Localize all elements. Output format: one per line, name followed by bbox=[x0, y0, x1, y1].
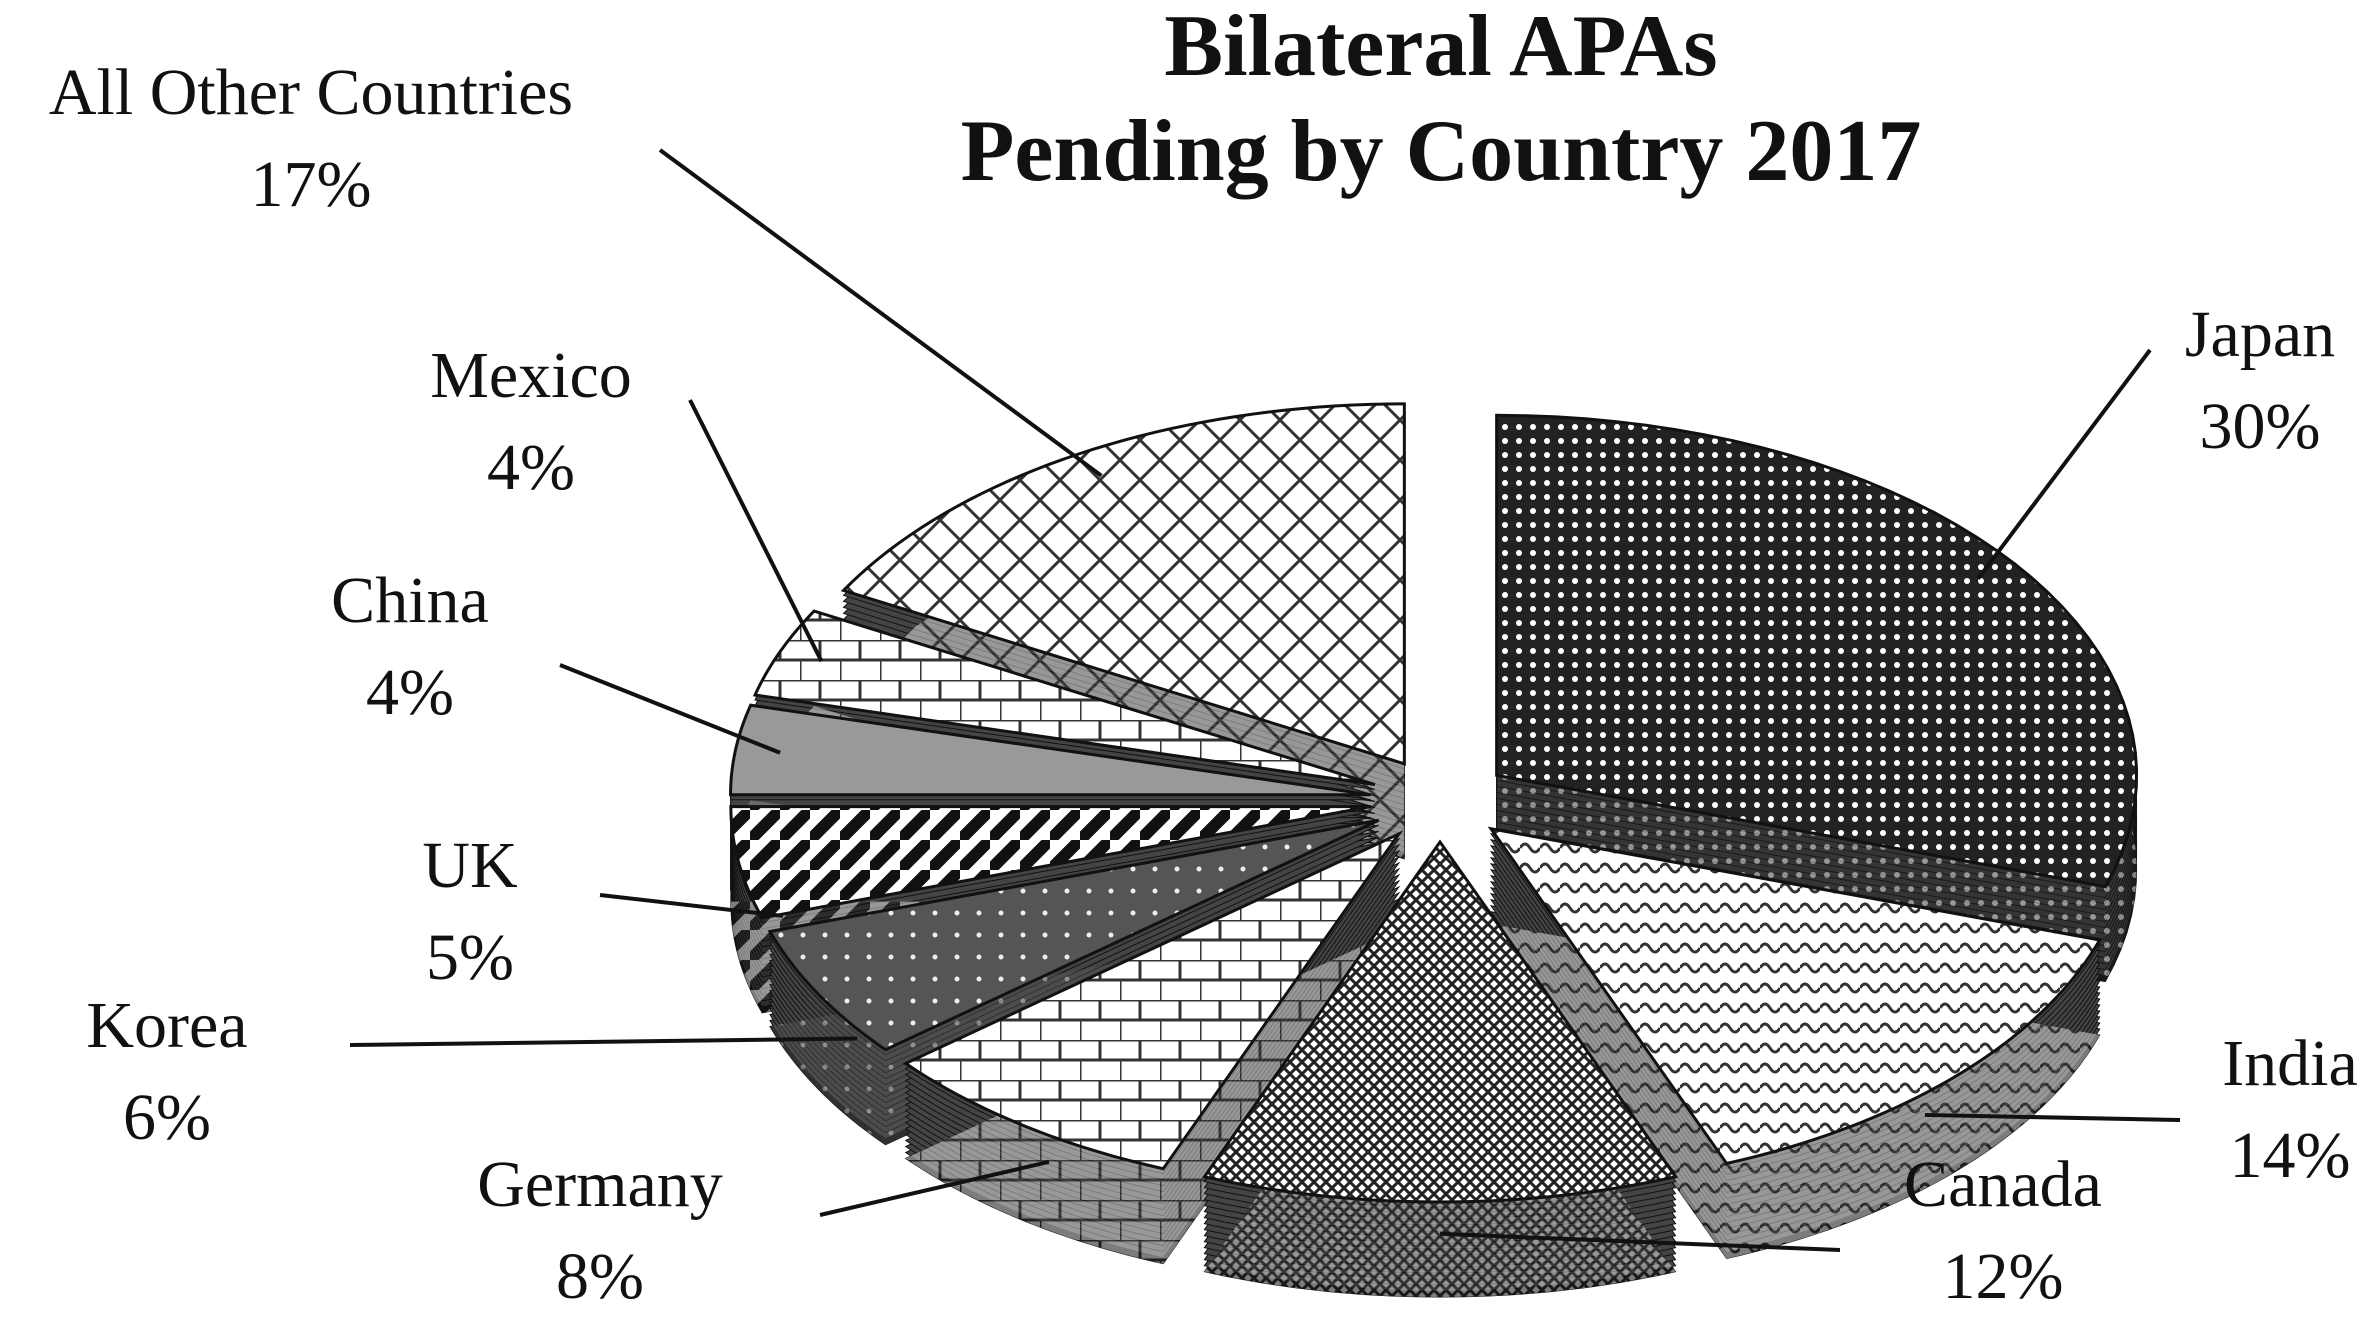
leader-line bbox=[1439, 1231, 1841, 1252]
leader-line bbox=[819, 1159, 1050, 1217]
data-label-name: All Other Countries bbox=[49, 56, 573, 129]
data-label-name: Japan bbox=[2185, 298, 2335, 371]
data-label-value: 14% bbox=[2230, 1119, 2351, 1192]
data-label-name: UK bbox=[422, 829, 517, 902]
chart-title-line-2: Pending by Country 2017 bbox=[961, 103, 1922, 200]
data-label-name: China bbox=[331, 564, 489, 637]
leader-line bbox=[349, 1036, 858, 1047]
pie-slice-canada bbox=[1201, 839, 1679, 1298]
leader-line bbox=[599, 893, 784, 918]
data-label-value: 30% bbox=[2200, 390, 2321, 463]
leader-line bbox=[559, 663, 781, 755]
leader-line bbox=[688, 399, 824, 663]
data-label-name: Canada bbox=[1904, 1148, 2102, 1221]
data-labels: Japan 30% India 14% Canada 12% Germany 8% Korea 6… bbox=[49, 56, 2358, 1313]
leader-line bbox=[1924, 1112, 2181, 1122]
data-label-name: Korea bbox=[86, 989, 247, 1062]
data-label-value: 17% bbox=[251, 148, 372, 221]
chart-title-line-1: Bilateral APAs bbox=[1164, 0, 1717, 95]
leader-line bbox=[658, 148, 1103, 478]
pie-slice-japan bbox=[1495, 413, 2139, 983]
data-label-value: 5% bbox=[426, 921, 514, 994]
data-label-value: 4% bbox=[366, 656, 454, 729]
data-label-name: Germany bbox=[477, 1148, 723, 1221]
data-label-value: 8% bbox=[556, 1240, 644, 1313]
data-label-value: 4% bbox=[487, 431, 575, 504]
data-label-name: India bbox=[2222, 1027, 2358, 1100]
data-label-name: Mexico bbox=[430, 339, 632, 412]
data-label-value: 12% bbox=[1943, 1240, 2064, 1313]
leader-lines bbox=[349, 148, 2181, 1252]
pie-slice-india bbox=[1487, 826, 2103, 1260]
data-label-value: 6% bbox=[123, 1081, 211, 1154]
pie-slice-all-other-countries bbox=[840, 402, 1406, 860]
leader-line bbox=[1976, 348, 2152, 580]
